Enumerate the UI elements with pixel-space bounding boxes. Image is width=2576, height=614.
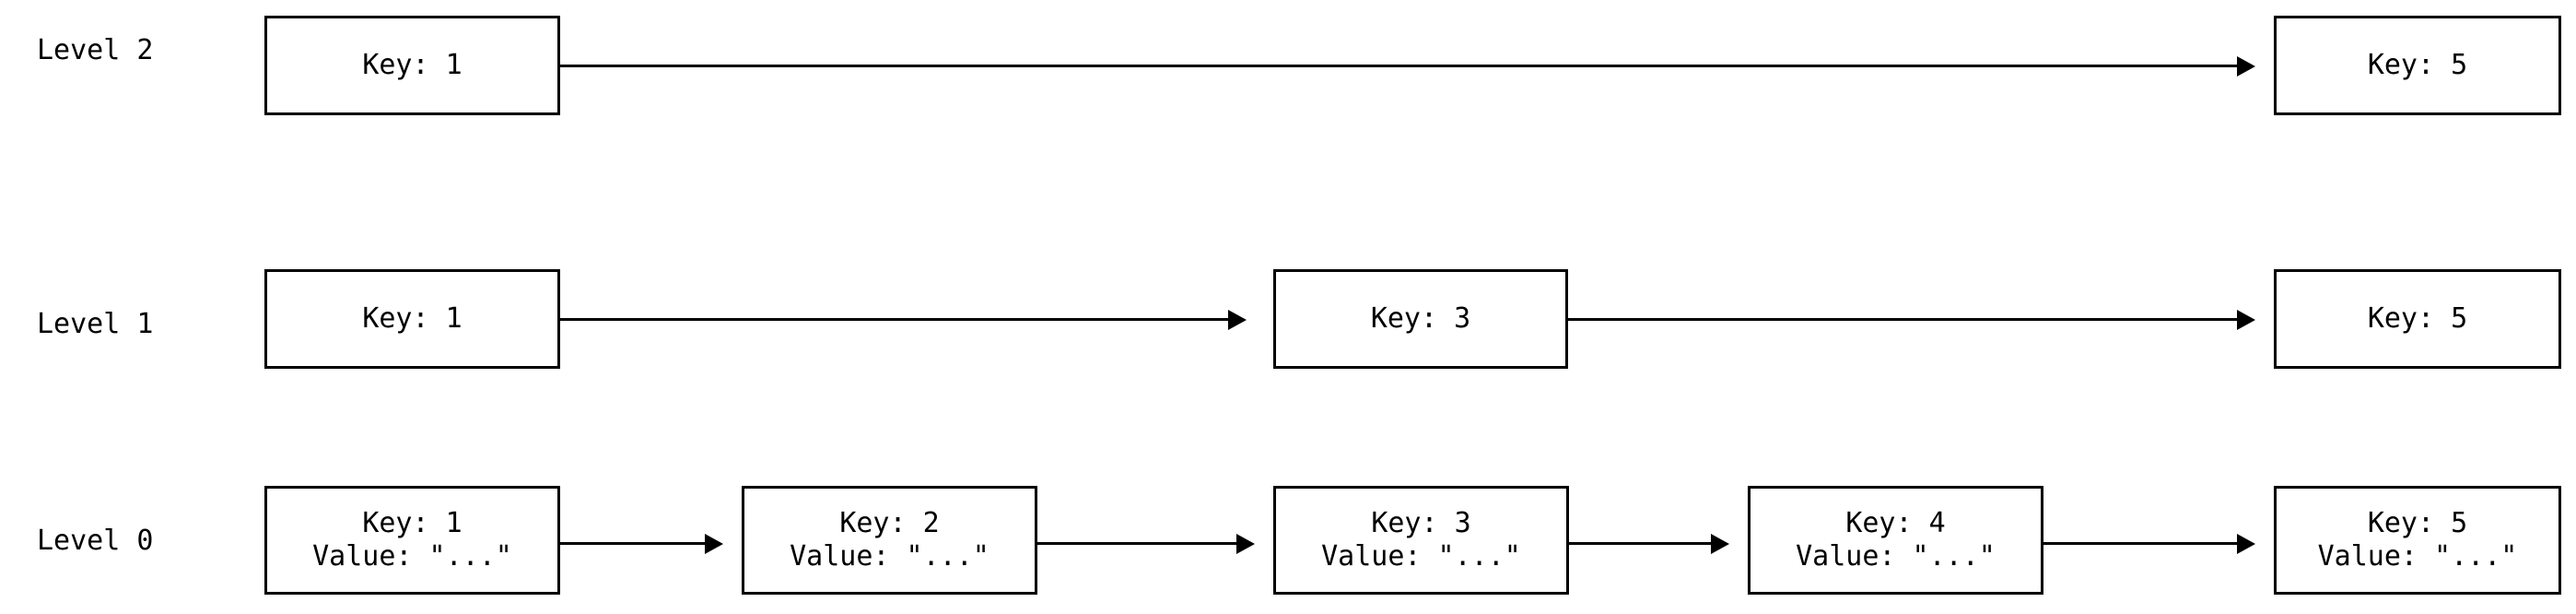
arrow-head-icon <box>705 534 723 554</box>
link-level-1-0 <box>560 318 1230 321</box>
arrow-head-icon <box>2237 56 2255 77</box>
node-value-text: Value: "..." <box>312 540 512 573</box>
node-key-text: Key: 4 <box>1845 507 1946 539</box>
node-key-text: Key: 1 <box>362 507 463 539</box>
link-level-0-1 <box>1037 542 1238 545</box>
link-level-0-3 <box>2043 542 2239 545</box>
node-key-text: Key: 5 <box>2367 302 2468 335</box>
arrow-head-icon <box>1711 534 1729 554</box>
level-label-level-2: Level 2 <box>37 34 154 66</box>
level-label-level-1: Level 1 <box>37 308 154 340</box>
node-key-text: Key: 5 <box>2367 507 2468 539</box>
node-key-text: Key: 2 <box>839 507 940 539</box>
node-value-text: Value: "..." <box>790 540 989 573</box>
arrow-head-icon <box>1236 534 1255 554</box>
node-level-2-1: Key: 5 <box>2274 16 2561 115</box>
link-level-0-0 <box>560 542 707 545</box>
node-value-text: Value: "..." <box>1796 540 1996 573</box>
node-level-1-2: Key: 5 <box>2274 269 2561 369</box>
node-key-text: Key: 3 <box>1370 302 1471 335</box>
link-level-0-2 <box>1569 542 1713 545</box>
arrow-head-icon <box>2237 310 2255 330</box>
node-key-text: Key: 1 <box>362 302 463 335</box>
link-level-1-1 <box>1568 318 2239 321</box>
node-value-text: Value: "..." <box>1321 540 1521 573</box>
node-key-text: Key: 3 <box>1371 507 1471 539</box>
arrow-head-icon <box>1228 310 1247 330</box>
node-level-1-0: Key: 1 <box>264 269 560 369</box>
node-level-1-1: Key: 3 <box>1273 269 1568 369</box>
node-key-text: Key: 1 <box>362 49 463 81</box>
node-key-text: Key: 5 <box>2367 49 2468 81</box>
node-level-2-0: Key: 1 <box>264 16 560 115</box>
level-label-level-0: Level 0 <box>37 525 154 557</box>
arrow-head-icon <box>2237 534 2255 554</box>
node-value-text: Value: "..." <box>2317 540 2518 573</box>
link-level-2-0 <box>560 65 2239 67</box>
